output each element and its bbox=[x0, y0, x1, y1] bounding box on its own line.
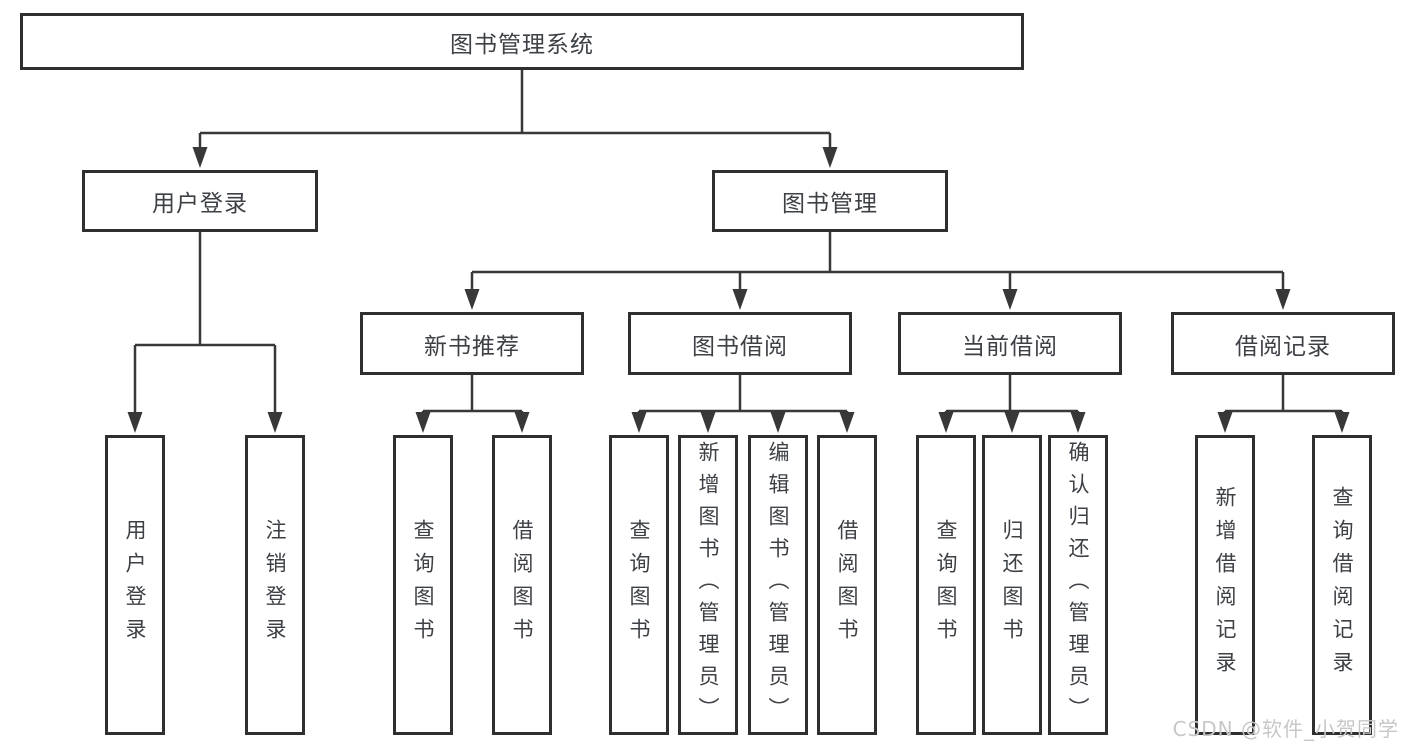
arrow-down-icon bbox=[700, 412, 716, 433]
connector-book-mgmt bbox=[470, 232, 1285, 292]
connector-borrow-records bbox=[1223, 375, 1344, 414]
arrow-down-icon bbox=[631, 412, 647, 433]
arrow-down-icon bbox=[192, 147, 208, 168]
node-book-borrow: 图书借阅 bbox=[628, 312, 852, 375]
node-book-mgmt-label: 图书管理 bbox=[782, 191, 878, 217]
arrow-down-icon bbox=[1275, 289, 1291, 310]
leaf-label: 查询图书 bbox=[934, 519, 958, 651]
node-new-book-rec-label: 新书推荐 bbox=[424, 333, 520, 360]
leaf-label: 查询图书 bbox=[411, 519, 435, 651]
node-borrow-records-label: 借阅记录 bbox=[1235, 333, 1331, 360]
leaf-label: 借阅图书 bbox=[510, 519, 534, 651]
leaf-query-books-rec: 查询图书 bbox=[393, 435, 453, 735]
node-root-label: 图书管理系统 bbox=[450, 31, 594, 58]
node-user-login: 用户登录 bbox=[82, 170, 318, 232]
connector-current-borrow bbox=[944, 375, 1080, 414]
leaf-add-books-admin: 新增图书（管理员） bbox=[678, 435, 738, 735]
node-borrow-records: 借阅记录 bbox=[1171, 312, 1395, 375]
node-current-borrow-label: 当前借阅 bbox=[962, 333, 1058, 360]
leaf-return-books: 归还图书 bbox=[982, 435, 1042, 735]
connector-new-book-rec bbox=[421, 375, 524, 414]
arrow-down-icon bbox=[1002, 289, 1018, 310]
arrow-down-icon bbox=[1070, 412, 1086, 433]
arrow-down-icon bbox=[938, 412, 954, 433]
node-new-book-rec: 新书推荐 bbox=[360, 312, 584, 375]
leaf-borrow-books: 借阅图书 bbox=[817, 435, 877, 735]
csdn-watermark: CSDN @软件_小贺同学 bbox=[1172, 717, 1399, 741]
leaf-borrow-books-rec: 借阅图书 bbox=[492, 435, 552, 735]
leaf-label: 编辑图书（管理员） bbox=[766, 441, 790, 729]
arrow-down-icon bbox=[770, 412, 786, 433]
node-root: 图书管理系统 bbox=[20, 13, 1024, 70]
leaf-logout: 注销登录 bbox=[245, 435, 305, 735]
leaf-query-books-current: 查询图书 bbox=[916, 435, 976, 735]
leaf-confirm-return-admin: 确认归还（管理员） bbox=[1048, 435, 1108, 735]
leaf-query-borrow-record: 查询借阅记录 bbox=[1312, 435, 1372, 735]
arrowheads bbox=[127, 147, 1350, 433]
arrow-down-icon bbox=[1217, 412, 1233, 433]
leaf-user-login: 用户登录 bbox=[105, 435, 165, 735]
leaf-label: 借阅图书 bbox=[835, 519, 859, 651]
leaf-query-books-borrow: 查询图书 bbox=[609, 435, 669, 735]
connector-book-borrow bbox=[637, 375, 849, 414]
leaf-label: 注销登录 bbox=[263, 519, 287, 651]
leaf-edit-books-admin: 编辑图书（管理员） bbox=[748, 435, 808, 735]
leaf-label: 确认归还（管理员） bbox=[1066, 441, 1090, 729]
arrow-down-icon bbox=[127, 412, 143, 433]
leaf-add-borrow-record: 新增借阅记录 bbox=[1195, 435, 1255, 735]
arrow-down-icon bbox=[514, 412, 530, 433]
leaf-label: 查询借阅记录 bbox=[1330, 486, 1354, 684]
arrow-down-icon bbox=[464, 289, 480, 310]
connector-root bbox=[198, 70, 832, 150]
connector-user-login bbox=[133, 232, 277, 415]
leaf-label: 查询图书 bbox=[627, 519, 651, 651]
arrow-down-icon bbox=[839, 412, 855, 433]
arrow-down-icon bbox=[415, 412, 431, 433]
node-book-mgmt: 图书管理 bbox=[712, 170, 948, 232]
node-book-borrow-label: 图书借阅 bbox=[692, 333, 788, 360]
leaf-label: 用户登录 bbox=[123, 519, 147, 651]
leaf-label: 新增借阅记录 bbox=[1213, 486, 1237, 684]
leaf-label: 归还图书 bbox=[1000, 519, 1024, 651]
arrow-down-icon bbox=[267, 412, 283, 433]
node-user-login-label: 用户登录 bbox=[152, 191, 248, 217]
arrow-down-icon bbox=[1004, 412, 1020, 433]
arrow-down-icon bbox=[1334, 412, 1350, 433]
node-current-borrow: 当前借阅 bbox=[898, 312, 1122, 375]
leaf-label: 新增图书（管理员） bbox=[696, 441, 720, 729]
arrow-down-icon bbox=[732, 289, 748, 310]
arrow-down-icon bbox=[822, 147, 838, 168]
